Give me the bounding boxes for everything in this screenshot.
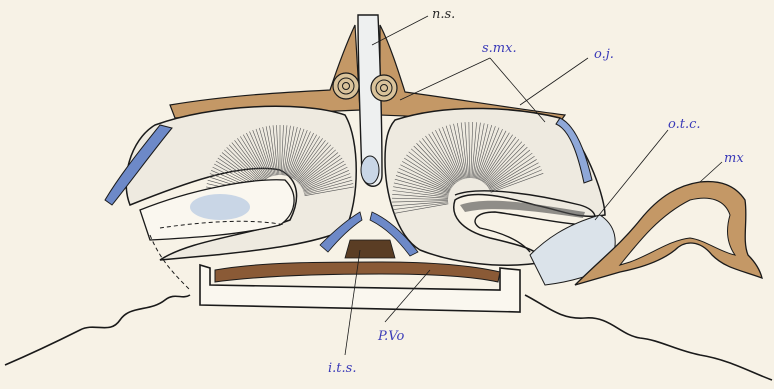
central-dark-bone [345, 240, 395, 258]
label-pvo: P.Vo [377, 329, 404, 344]
label-oj: o.j. [594, 47, 614, 62]
right-coil-gland [371, 75, 397, 101]
label-ns: n.s. [432, 7, 455, 22]
smx-leader-left [400, 58, 490, 100]
lower-contour-left [5, 295, 190, 365]
label-mx: mx [724, 151, 744, 166]
lower-contour-right [525, 295, 772, 380]
label-smx: s.mx. [482, 41, 517, 56]
septum-lower-blue [361, 156, 379, 184]
left-coil-gland [333, 73, 359, 99]
upper-bone-right [380, 25, 565, 122]
left-cavity-blue [190, 194, 250, 220]
oj-leader [520, 58, 588, 105]
mx-leader [700, 162, 722, 182]
label-otc: o.t.c. [668, 117, 701, 132]
label-its: i.t.s. [328, 361, 356, 376]
upper-bone-left [170, 25, 360, 118]
